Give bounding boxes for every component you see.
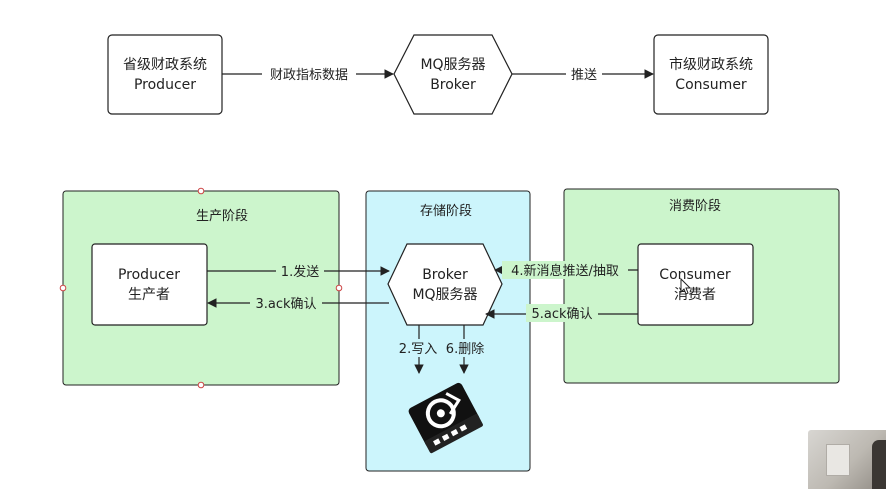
top-edge-broker-consumer: 推送 (512, 64, 654, 84)
hard-drive-icon (408, 382, 483, 454)
storage-stage-title: 存储阶段 (420, 204, 472, 219)
edge-write-label: 2.写入 (399, 342, 437, 357)
selection-handle-left[interactable] (59, 284, 67, 292)
edge-ack-consumer-label: 5.ack确认 (531, 307, 592, 322)
top-consumer-line1: 市级财政系统 (669, 56, 753, 73)
selection-handle-bottom[interactable] (197, 381, 205, 389)
webcam-overlay (808, 430, 886, 489)
selection-handle-right[interactable] (335, 284, 343, 292)
producer-node[interactable]: Producer 生产者 (91, 243, 208, 326)
top-producer-line2: Producer (134, 77, 196, 93)
top-broker-line2: Broker (430, 77, 476, 93)
edge-delete-label: 6.删除 (446, 342, 484, 357)
edge-ack-producer-label: 3.ack确认 (255, 297, 316, 312)
top-broker-node[interactable]: MQ服务器 Broker (393, 34, 513, 115)
edge-send: 1.发送 (207, 262, 390, 280)
broker-line2: MQ服务器 (412, 287, 477, 303)
broker-node[interactable]: Broker MQ服务器 (387, 243, 503, 326)
producer-line2: 生产者 (128, 287, 170, 303)
top-edge-producer-broker-label: 财政指标数据 (270, 68, 348, 83)
top-producer-node[interactable]: 省级财政系统 Producer (107, 34, 223, 115)
edge-ack-producer: 3.ack确认 (207, 294, 389, 312)
consumer-node[interactable]: Consumer 消费者 (637, 243, 754, 326)
consumer-line2: 消费者 (674, 287, 716, 303)
webcam-person (872, 440, 886, 489)
edge-send-label: 1.发送 (281, 264, 319, 280)
edge-ack-consumer: 5.ack确认 (485, 304, 638, 322)
top-producer-line1: 省级财政系统 (123, 57, 207, 73)
selection-handle-top[interactable] (197, 187, 205, 195)
production-stage-title: 生产阶段 (196, 209, 248, 224)
broker-line1: Broker (422, 267, 468, 283)
webcam-background-window (826, 444, 850, 476)
edge-push-label: 4.新消息推送/抽取 (511, 263, 619, 279)
top-consumer-line2: Consumer (675, 77, 747, 93)
consumer-line1: Consumer (659, 267, 731, 283)
top-edge-broker-consumer-label: 推送 (571, 68, 597, 83)
producer-line1: Producer (118, 267, 180, 283)
top-edge-producer-broker: 财政指标数据 (222, 64, 394, 84)
consumption-stage-title: 消费阶段 (669, 199, 721, 214)
mouse-cursor-icon (680, 277, 692, 295)
edge-push: 4.新消息推送/抽取 (494, 261, 638, 279)
top-broker-line1: MQ服务器 (420, 57, 485, 73)
edge-write-delete-labels: 2.写入 6.删除 (396, 339, 488, 357)
top-consumer-node[interactable]: 市级财政系统 Consumer (653, 34, 769, 115)
